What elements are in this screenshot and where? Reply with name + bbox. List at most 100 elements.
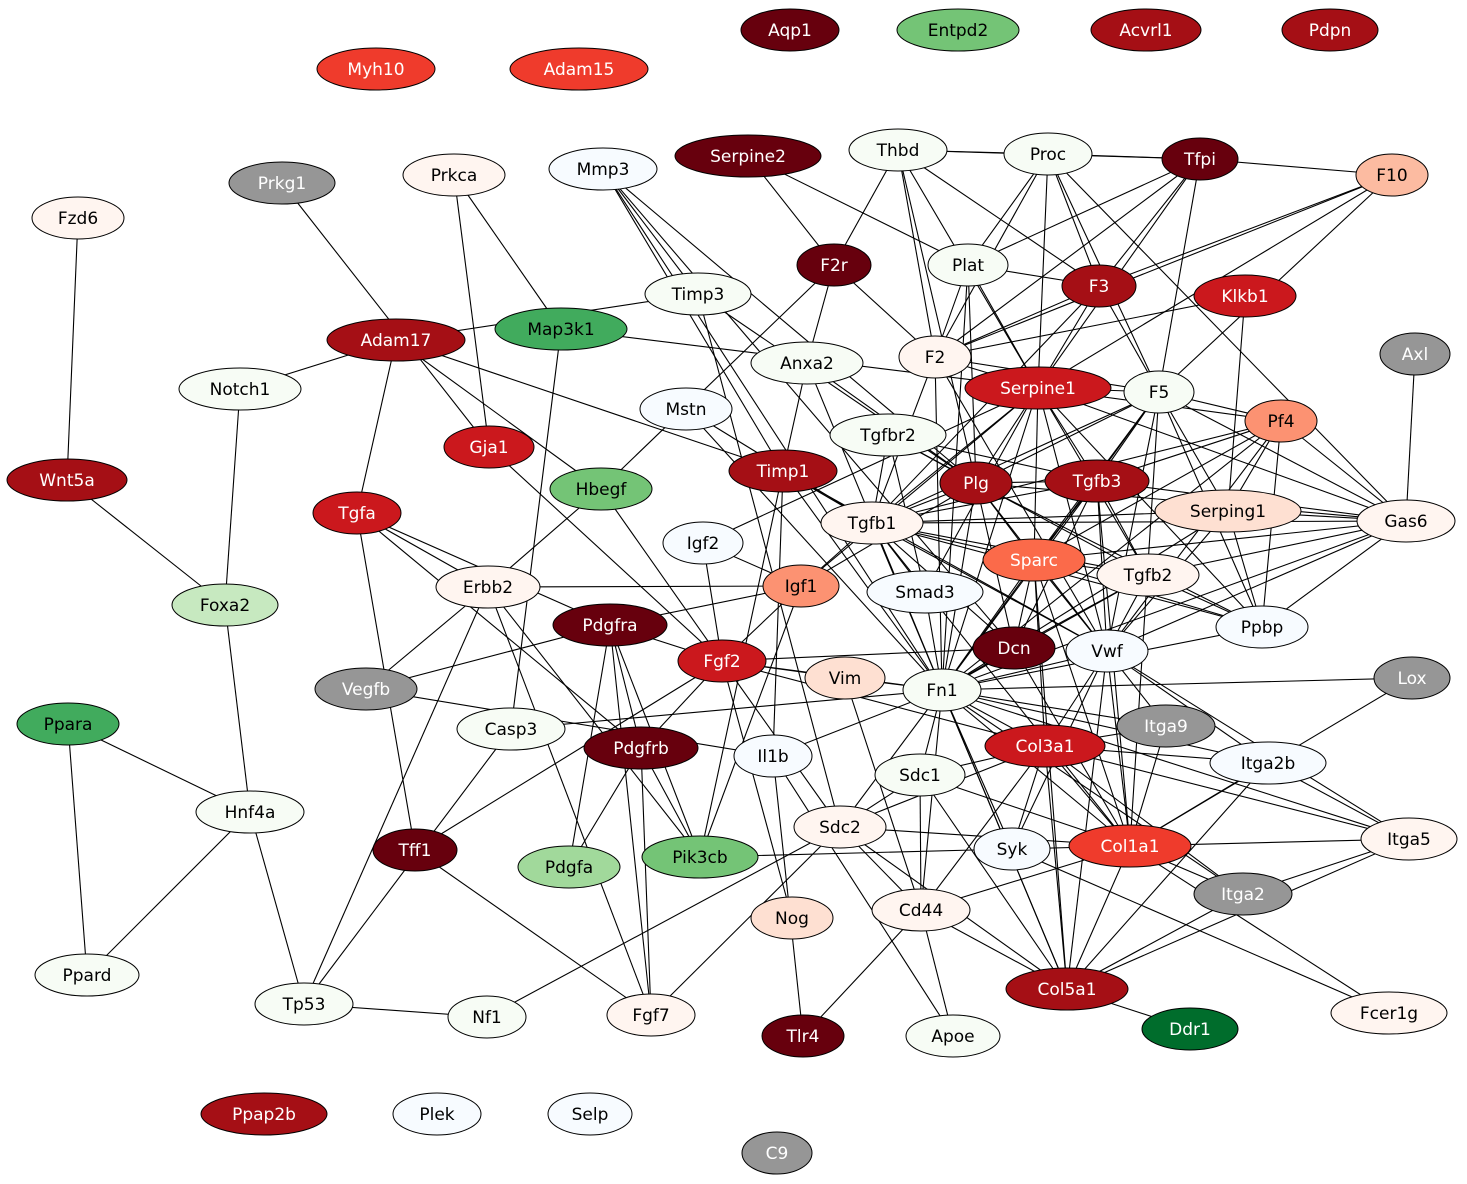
node-sdc1[interactable]: Sdc1 (874, 753, 966, 797)
node-timp1[interactable]: Timp1 (728, 449, 838, 493)
node-axl[interactable]: Axl (1379, 332, 1451, 376)
node-tgfb3[interactable]: Tgfb3 (1044, 459, 1150, 503)
edge-serpine1-tgfb1 (871, 387, 1039, 524)
node-gas6[interactable]: Gas6 (1356, 499, 1456, 543)
node-fzd6[interactable]: Fzd6 (31, 196, 125, 240)
node-vwf[interactable]: Vwf (1065, 629, 1149, 673)
node-tfpi[interactable]: Tfpi (1161, 137, 1239, 181)
node-lox[interactable]: Lox (1373, 656, 1451, 700)
node-tgfbr2[interactable]: Tgfbr2 (829, 413, 947, 457)
node-f2[interactable]: F2 (898, 335, 972, 379)
node-f3[interactable]: F3 (1061, 264, 1137, 308)
node-timp3[interactable]: Timp3 (644, 272, 752, 316)
node-pik3cb[interactable]: Pik3cb (641, 835, 759, 879)
node-label: Vim (829, 669, 862, 689)
node-ellipse (639, 387, 733, 431)
node-fgf7[interactable]: Fgf7 (606, 993, 696, 1037)
node-ppara[interactable]: Ppara (16, 702, 120, 746)
node-tgfa[interactable]: Tgfa (312, 491, 402, 535)
node-label: Anxa2 (780, 354, 834, 374)
node-syk[interactable]: Syk (973, 827, 1051, 871)
node-smad3[interactable]: Smad3 (866, 570, 984, 614)
node-pf4[interactable]: Pf4 (1244, 399, 1318, 443)
node-thbd[interactable]: Thbd (848, 128, 948, 172)
node-fn1[interactable]: Fn1 (902, 668, 982, 712)
node-c9[interactable]: C9 (741, 1131, 813, 1175)
node-aqp1[interactable]: Aqp1 (740, 8, 840, 52)
node-il1b[interactable]: Il1b (733, 734, 813, 778)
node-foxa2[interactable]: Foxa2 (171, 583, 279, 627)
node-gja1[interactable]: Gja1 (443, 425, 535, 469)
node-hnf4a[interactable]: Hnf4a (195, 790, 305, 834)
node-igf2[interactable]: Igf2 (662, 521, 744, 565)
node-itga9[interactable]: Itga9 (1116, 704, 1216, 748)
edge-axl-gas6 (1405, 353, 1416, 522)
node-tgfb1[interactable]: Tgfb1 (820, 501, 924, 545)
node-pdgfa[interactable]: Pdgfa (517, 845, 621, 889)
node-itga2b[interactable]: Itga2b (1209, 741, 1327, 785)
node-proc[interactable]: Proc (1003, 132, 1093, 176)
node-sparc[interactable]: Sparc (982, 538, 1086, 582)
node-plat[interactable]: Plat (927, 243, 1009, 287)
node-mmp3[interactable]: Mmp3 (548, 147, 658, 191)
node-tgfb2[interactable]: Tgfb2 (1096, 553, 1200, 597)
node-erbb2[interactable]: Erbb2 (435, 565, 541, 609)
node-ppard[interactable]: Ppard (34, 953, 140, 997)
node-itga5[interactable]: Itga5 (1360, 817, 1458, 861)
node-label: Apoe (931, 1027, 974, 1047)
edge-fgf2-dcn (721, 647, 1015, 662)
node-nog[interactable]: Nog (750, 896, 834, 940)
node-selp[interactable]: Selp (547, 1092, 633, 1136)
node-ppap2b[interactable]: Ppap2b (200, 1092, 328, 1136)
node-adam17[interactable]: Adam17 (326, 318, 466, 362)
node-tff1[interactable]: Tff1 (372, 828, 458, 872)
node-ppbp[interactable]: Ppbp (1215, 605, 1309, 649)
node-dcn[interactable]: Dcn (972, 626, 1056, 670)
node-itga2[interactable]: Itga2 (1193, 872, 1293, 916)
node-pdpn[interactable]: Pdpn (1281, 8, 1379, 52)
node-serpine1[interactable]: Serpine1 (964, 366, 1112, 410)
node-adam15[interactable]: Adam15 (509, 47, 649, 91)
node-anxa2[interactable]: Anxa2 (750, 341, 864, 385)
node-f10[interactable]: F10 (1355, 153, 1429, 197)
node-tp53[interactable]: Tp53 (254, 982, 354, 1026)
node-ellipse (871, 888, 971, 932)
node-entpd2[interactable]: Entpd2 (896, 8, 1020, 52)
node-plek[interactable]: Plek (392, 1092, 482, 1136)
node-fcer1g[interactable]: Fcer1g (1330, 991, 1448, 1035)
node-cd44[interactable]: Cd44 (871, 888, 971, 932)
node-pdgfra[interactable]: Pdgfra (552, 603, 668, 647)
node-ellipse (549, 467, 653, 511)
node-plg[interactable]: Plg (939, 461, 1013, 505)
node-wnt5a[interactable]: Wnt5a (6, 458, 128, 502)
node-hbegf[interactable]: Hbegf (549, 467, 653, 511)
node-label: Nf1 (472, 1008, 502, 1028)
node-notch1[interactable]: Notch1 (178, 367, 302, 411)
node-mstn[interactable]: Mstn (639, 387, 733, 431)
node-ellipse (583, 726, 699, 770)
node-fgf2[interactable]: Fgf2 (677, 639, 767, 683)
node-ddr1[interactable]: Ddr1 (1141, 1007, 1239, 1051)
node-igf1[interactable]: Igf1 (762, 564, 840, 608)
node-sdc2[interactable]: Sdc2 (793, 805, 887, 849)
node-apoe[interactable]: Apoe (905, 1014, 1001, 1058)
node-serpine2[interactable]: Serpine2 (674, 134, 822, 178)
node-pdgfrb[interactable]: Pdgfrb (583, 726, 699, 770)
node-klkb1[interactable]: Klkb1 (1193, 274, 1297, 318)
node-f2r[interactable]: F2r (796, 243, 872, 287)
node-acvrl1[interactable]: Acvrl1 (1090, 8, 1202, 52)
node-vim[interactable]: Vim (804, 656, 886, 700)
node-f5[interactable]: F5 (1123, 370, 1195, 414)
node-col1a1[interactable]: Col1a1 (1068, 824, 1192, 868)
node-casp3[interactable]: Casp3 (456, 707, 566, 751)
node-prkca[interactable]: Prkca (402, 153, 506, 197)
node-myh10[interactable]: Myh10 (316, 47, 436, 91)
node-vegfb[interactable]: Vegfb (314, 667, 418, 711)
node-col5a1[interactable]: Col5a1 (1005, 967, 1129, 1011)
node-tlr4[interactable]: Tlr4 (761, 1014, 845, 1058)
node-col3a1[interactable]: Col3a1 (984, 724, 1106, 768)
node-prkg1[interactable]: Prkg1 (228, 161, 336, 205)
node-serping1[interactable]: Serping1 (1154, 489, 1302, 533)
node-map3k1[interactable]: Map3k1 (494, 307, 628, 351)
node-nf1[interactable]: Nf1 (447, 995, 527, 1039)
